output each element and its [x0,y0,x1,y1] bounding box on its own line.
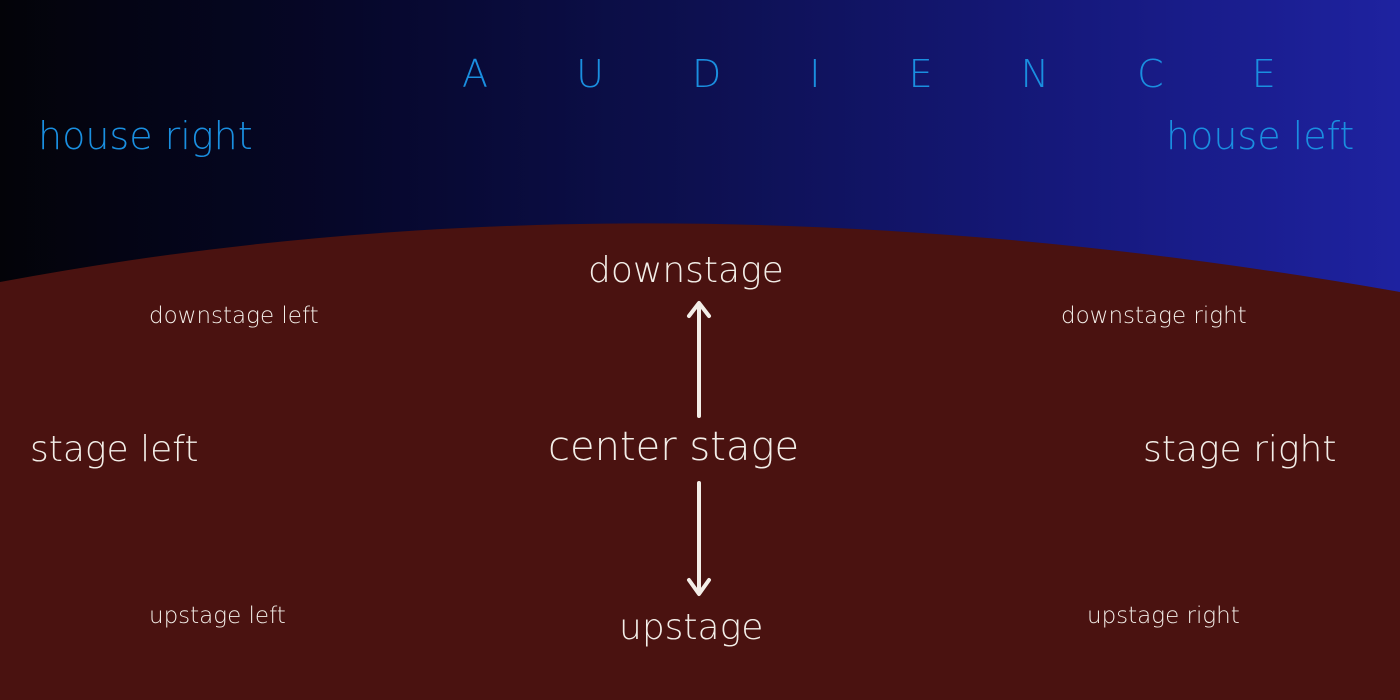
house-right-label: house right [38,114,253,158]
center-stage-label: center stage [548,424,800,470]
stage-left-label: stage left [30,429,199,470]
upstage-left-label: upstage left [149,603,286,629]
downstage-right-label: downstage right [1061,303,1247,329]
arrow-down-icon [687,481,711,596]
arrow-up-icon [687,301,711,418]
upstage-label: upstage [619,607,764,648]
downstage-left-label: downstage left [149,303,319,329]
house-left-label: house left [1166,114,1355,158]
downstage-label: downstage [588,250,784,291]
stage-right-label: stage right [1143,429,1337,470]
audience-label: A U D I E N C E [462,52,1314,96]
upstage-right-label: upstage right [1087,603,1240,629]
